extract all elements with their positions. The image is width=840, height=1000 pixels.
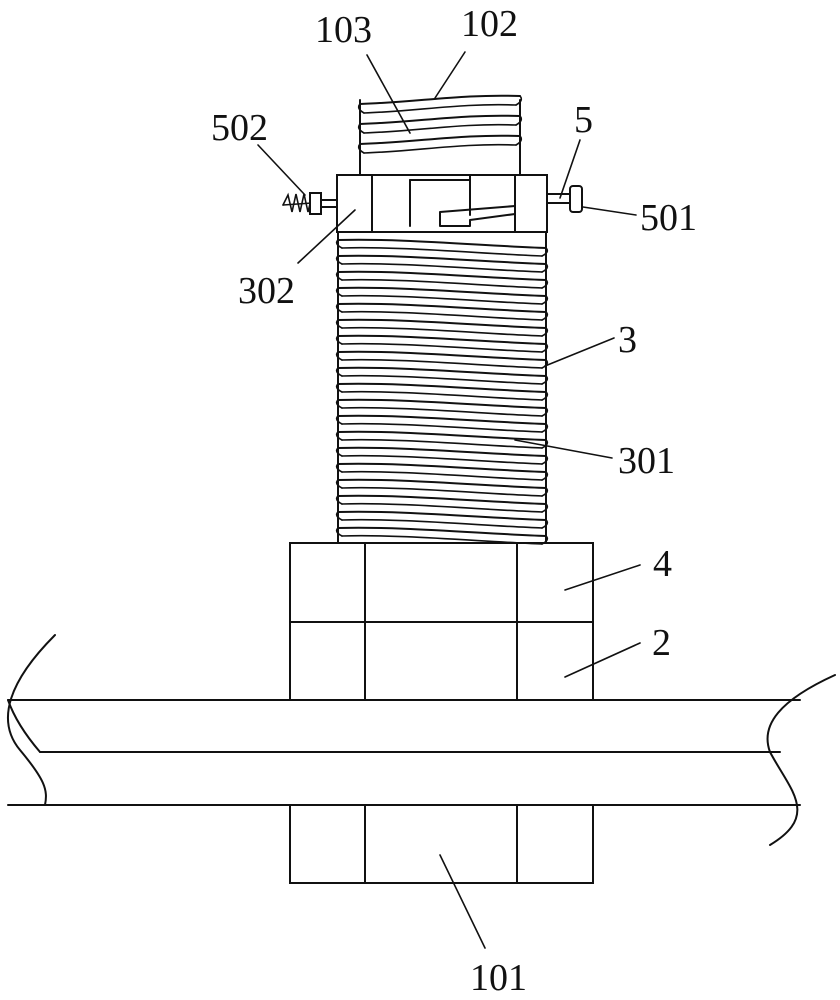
thread-line xyxy=(359,114,521,125)
thread-line xyxy=(363,123,517,134)
leader-4 xyxy=(564,564,641,591)
label-4: 4 xyxy=(653,543,672,585)
thread-line xyxy=(337,414,547,425)
leader-302 xyxy=(297,209,356,264)
label-103: 103 xyxy=(315,9,372,51)
thread-line xyxy=(341,246,543,257)
pipe-left-break-inner xyxy=(7,699,41,753)
thread-line xyxy=(341,454,543,465)
thread-line xyxy=(337,318,547,329)
label-102: 102 xyxy=(461,3,518,45)
thread-line xyxy=(337,286,547,297)
spring-coil xyxy=(282,192,313,213)
thread-line xyxy=(337,398,547,409)
threaded-column xyxy=(335,231,549,545)
thread-line xyxy=(337,478,547,489)
thread-line xyxy=(363,143,517,154)
left-spring xyxy=(282,192,338,215)
thread-line xyxy=(341,278,543,289)
pipe-right-break xyxy=(766,674,836,846)
thread-line xyxy=(337,334,547,345)
thread-line xyxy=(337,526,547,537)
thread-line xyxy=(363,103,517,114)
leader-2 xyxy=(564,642,641,678)
label-3: 3 xyxy=(618,319,637,361)
base-block xyxy=(289,542,594,701)
thread-line xyxy=(341,470,543,481)
thread-line xyxy=(341,518,543,529)
leader-301 xyxy=(514,439,613,459)
label-501: 501 xyxy=(640,197,697,239)
thread-line xyxy=(337,254,547,265)
rod-threads xyxy=(357,94,523,154)
thread-line xyxy=(341,358,543,369)
thread-line xyxy=(359,134,521,145)
label-301: 301 xyxy=(618,440,675,482)
label-2: 2 xyxy=(652,622,671,664)
reference-labels: 102 103 502 5 501 302 3 301 4 2 101 xyxy=(211,3,697,999)
thread-line xyxy=(341,326,543,337)
leader-lines xyxy=(257,51,641,949)
thread-line xyxy=(337,302,547,313)
thread-line xyxy=(341,262,543,273)
leader-5 xyxy=(559,139,581,199)
leader-501 xyxy=(582,206,637,216)
lower-block-outline xyxy=(289,804,594,884)
thread-line xyxy=(337,382,547,393)
leader-103 xyxy=(366,54,411,134)
thread-line xyxy=(337,462,547,473)
thread-line xyxy=(341,534,543,545)
bolt-head xyxy=(309,192,322,215)
pipe-left-break xyxy=(6,634,56,806)
top-threaded-rod xyxy=(357,94,523,176)
thread-line xyxy=(341,342,543,353)
collar-slot-tongue xyxy=(439,205,516,227)
thread-line xyxy=(341,310,543,321)
thread-line xyxy=(341,438,543,449)
thread-line xyxy=(337,494,547,505)
label-502: 502 xyxy=(211,107,268,149)
thread-line xyxy=(337,238,547,249)
label-5: 5 xyxy=(574,99,593,141)
pin-knob xyxy=(569,185,583,213)
leader-502 xyxy=(257,144,306,196)
thread-line xyxy=(337,446,547,457)
leader-101 xyxy=(439,854,486,949)
thread-line xyxy=(341,390,543,401)
column-threads xyxy=(335,238,549,545)
thread-line xyxy=(341,294,543,305)
thread-line xyxy=(341,406,543,417)
collar xyxy=(336,174,548,233)
leader-3 xyxy=(544,337,615,367)
thread-line xyxy=(341,374,543,385)
lower-clamp-block xyxy=(289,804,594,884)
thread-line xyxy=(359,94,521,105)
thread-line xyxy=(337,270,547,281)
leader-102 xyxy=(434,51,466,99)
thread-line xyxy=(337,510,547,521)
label-302: 302 xyxy=(238,270,295,312)
right-pin xyxy=(546,185,583,213)
label-101: 101 xyxy=(470,957,527,999)
thread-line xyxy=(341,502,543,513)
thread-line xyxy=(341,422,543,433)
thread-line xyxy=(341,486,543,497)
thread-line xyxy=(337,430,547,441)
thread-line xyxy=(337,366,547,377)
thread-line xyxy=(337,350,547,361)
